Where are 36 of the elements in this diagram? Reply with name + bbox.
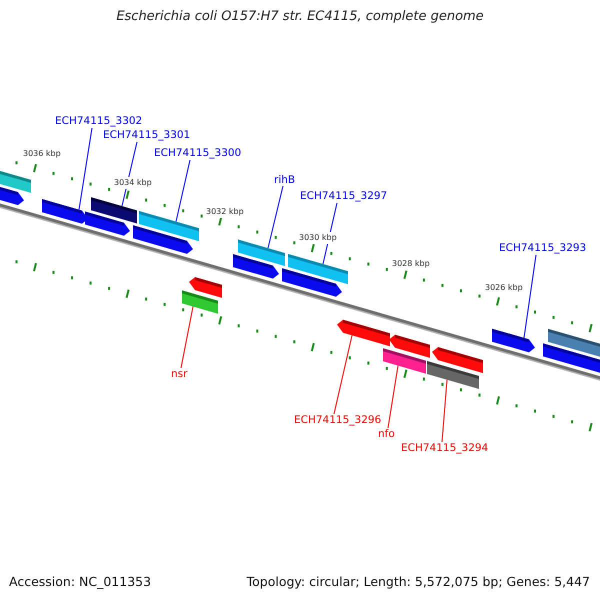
gene-label: rihB xyxy=(274,174,296,186)
gene-feature xyxy=(91,197,137,224)
leader-line xyxy=(176,160,190,222)
leader-line xyxy=(180,306,194,368)
gene-label: ECH74115_3300 xyxy=(154,147,242,159)
gene-label: ECH74115_3301 xyxy=(103,129,190,141)
gene-label: ECH74115_3296 xyxy=(294,414,382,426)
gene-label: ECH74115_3293 xyxy=(499,242,586,254)
scale-label: 3034 kbp xyxy=(114,177,152,189)
gene-label: nfo xyxy=(378,428,395,440)
leader-line xyxy=(78,128,92,210)
scale-label: 3036 kbp xyxy=(23,148,61,160)
gene-feature xyxy=(288,254,348,284)
gene-feature xyxy=(337,320,390,346)
gene-feature xyxy=(139,211,199,242)
gene-feature xyxy=(238,240,285,266)
leader-line xyxy=(442,379,448,442)
leader-line xyxy=(334,334,352,414)
scale-label: 3032 kbp xyxy=(206,206,244,218)
gene-feature xyxy=(492,328,535,352)
footer-text: Accession: NC_011353 xyxy=(9,576,152,588)
diagram-title: Escherichia coli O157:H7 str. EC4115, complete genome xyxy=(115,11,485,23)
scale-label: 3028 kbp xyxy=(392,258,430,270)
gene-feature xyxy=(427,360,479,389)
leader-line xyxy=(524,254,536,338)
leader-line xyxy=(268,186,284,249)
gene-label: ECH74115_3302 xyxy=(55,115,142,127)
scale-label: 3026 kbp xyxy=(485,282,523,294)
gene-label: ECH74115_3294 xyxy=(401,442,488,454)
footer-text: Topology: circular; Length: 5,572,075 bp; Genes: 5,447 xyxy=(246,576,590,588)
gene-label: ECH74115_3297 xyxy=(300,190,388,202)
gene-feature xyxy=(182,290,218,314)
gene-feature xyxy=(383,348,426,374)
scale-label: 3030 kbp xyxy=(299,232,337,244)
gene-label: nsr xyxy=(171,368,188,380)
leader-line xyxy=(388,365,398,428)
